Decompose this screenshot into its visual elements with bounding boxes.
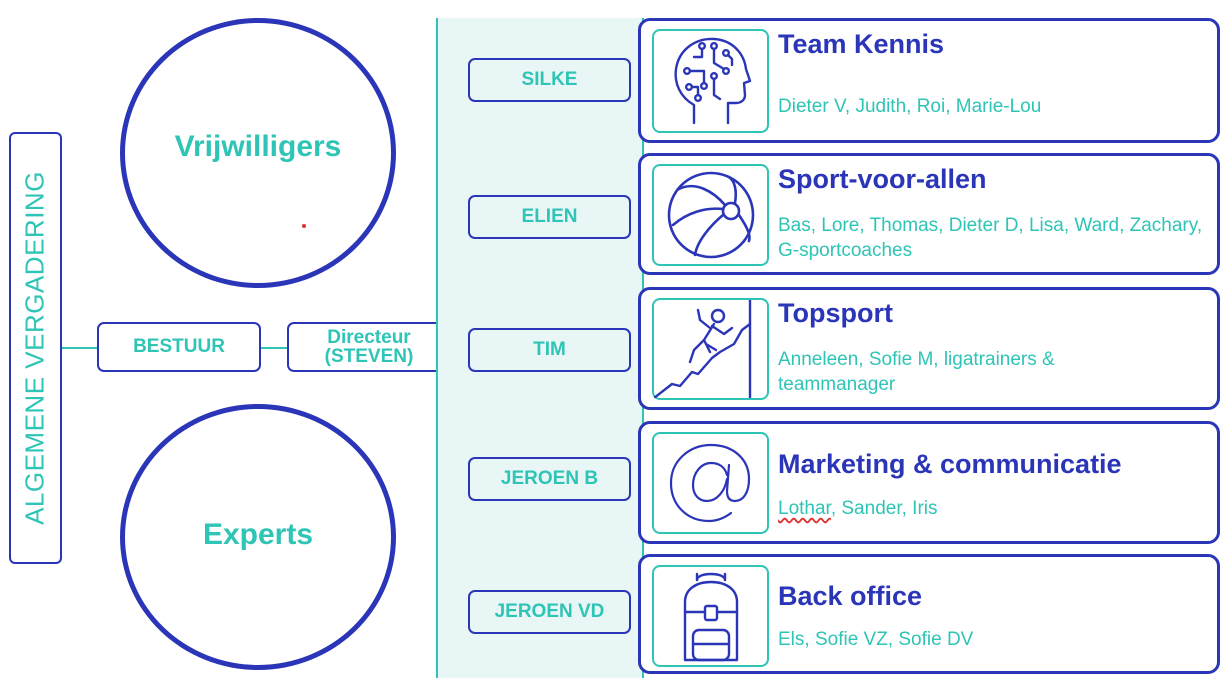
backpack-icon: [652, 565, 769, 667]
person-jeroen-b: JEROEN B: [468, 457, 631, 501]
team-card-backoffice: Back office Els, Sofie VZ, Sofie DV: [638, 554, 1220, 674]
team-card-marketing: Marketing & communicatie Lothar, Sander,…: [638, 421, 1220, 544]
climber-icon: [652, 298, 769, 400]
board-box: BESTUUR: [97, 322, 261, 372]
team-card-topsport: Topsport Anneleen, Sofie M, ligatrainers…: [638, 287, 1220, 410]
team-title: Topsport: [778, 298, 893, 328]
general-assembly-label: ALGEMENE VERGADERING: [19, 171, 50, 525]
team-members: Lothar, Sander, Iris: [778, 496, 938, 521]
member-others: , Sander, Iris: [830, 498, 938, 519]
member-lothar: Lothar: [778, 498, 831, 519]
team-card-sport: Sport-voor-allen Bas, Lore, Thomas, Diet…: [638, 153, 1220, 275]
person-label: ELIEN: [521, 206, 578, 227]
ball-icon: [652, 164, 769, 266]
experts-label: Experts: [202, 518, 314, 551]
team-members: Anneleen, Sofie M, ligatrainers & teamma…: [778, 349, 1055, 395]
red-dot: [302, 224, 306, 228]
team-members: Dieter V, Judith, Roi, Marie-Lou: [778, 96, 1042, 117]
team-title: Sport-voor-allen: [778, 164, 987, 194]
brain-icon: [652, 29, 769, 133]
team-members: Els, Sofie VZ, Sofie DV: [778, 629, 974, 650]
general-assembly-box: [9, 132, 62, 564]
board-label: BESTUUR: [133, 336, 225, 357]
volunteers-circle: Vrijwilligers: [120, 18, 396, 288]
experts-circle: Experts: [120, 404, 396, 670]
team-members: Bas, Lore, Thomas, Dieter D, Lisa, Ward,…: [778, 215, 1203, 261]
team-title: Marketing & communicatie: [778, 449, 1122, 479]
person-tim: TIM: [468, 328, 631, 372]
director-box: Directeur (STEVEN): [287, 322, 451, 372]
director-title: Directeur: [327, 327, 411, 348]
team-card-kennis: Team Kennis Dieter V, Judith, Roi, Marie…: [638, 18, 1220, 143]
team-title: Back office: [778, 581, 923, 611]
connector-assembly-bestuur: [62, 347, 98, 349]
team-title: Team Kennis: [778, 29, 945, 59]
person-jeroen-vd: JEROEN VD: [468, 590, 631, 634]
at-icon: [652, 432, 769, 534]
person-label: JEROEN VD: [494, 601, 605, 622]
person-silke: SILKE: [468, 58, 631, 102]
person-label: SILKE: [521, 69, 578, 90]
person-elien: ELIEN: [468, 195, 631, 239]
person-label: JEROEN B: [500, 468, 599, 489]
connector-bestuur-directeur: [260, 347, 288, 349]
director-name: (STEVEN): [324, 346, 414, 367]
volunteers-label: Vrijwilligers: [174, 130, 342, 163]
person-label: TIM: [533, 339, 566, 360]
